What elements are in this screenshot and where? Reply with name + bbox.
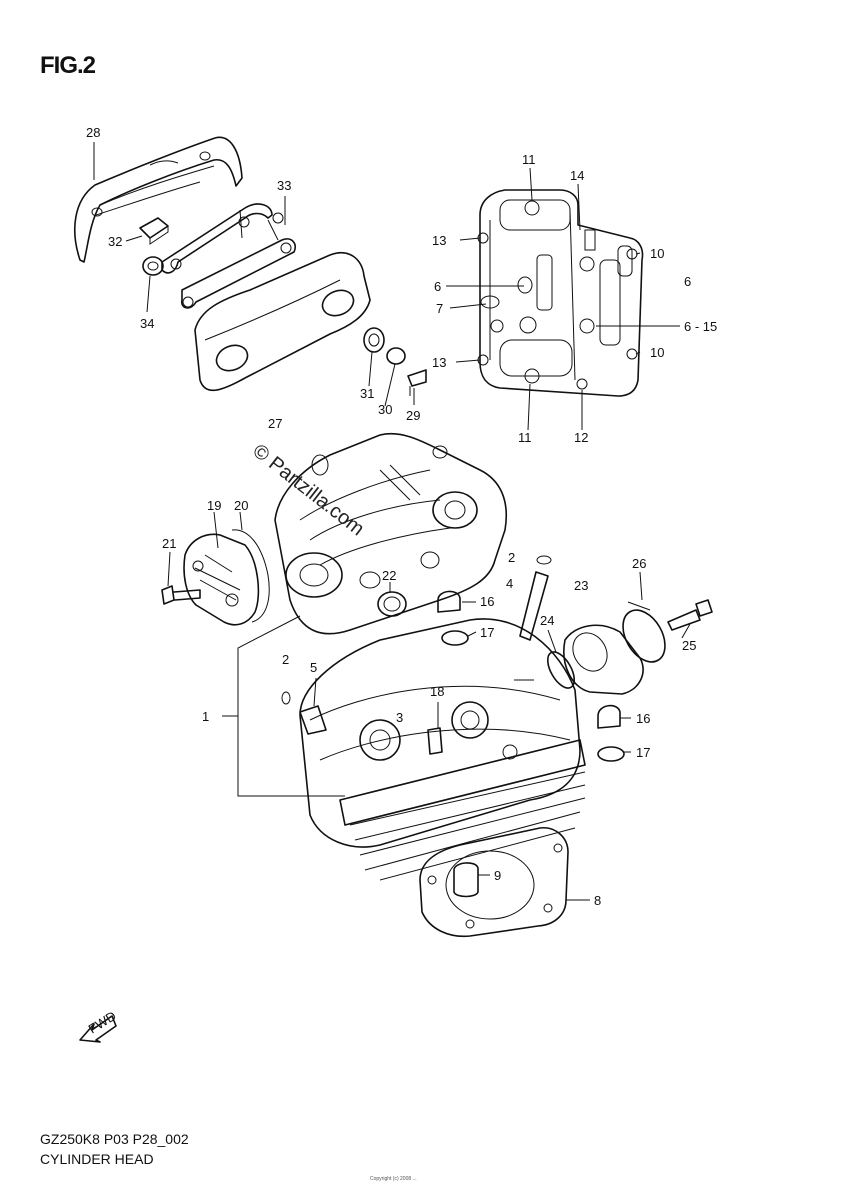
part-intake-clamp (622, 601, 666, 663)
fwd-arrow-icon (79, 1015, 117, 1043)
callout-22: 22 (382, 568, 396, 583)
part-side-cover-bolt (161, 585, 201, 605)
footer-note: Copyright (c) 2008 ... (370, 1176, 417, 1182)
callout-21: 21 (162, 536, 176, 551)
callout-17-upper: 17 (480, 625, 494, 640)
diagram-caption: CYLINDER HEAD (40, 1151, 154, 1167)
part-intake-bolt (667, 599, 713, 631)
part-intake-pipe (563, 624, 644, 695)
part-cam-housing (274, 432, 507, 635)
callout-17-lower: 17 (636, 745, 650, 760)
callout-30: 30 (378, 402, 392, 417)
diagram-code: GZ250K8 P03 P28_002 (40, 1131, 189, 1147)
part-o-ring-2 (536, 555, 552, 565)
callout-11-top: 11 (522, 152, 536, 167)
callout-25: 25 (682, 638, 696, 653)
figure-title: FIG.2 (40, 52, 96, 79)
part-side-cover (183, 533, 260, 626)
callout-7: 7 (436, 301, 443, 316)
callout-16-lower: 16 (636, 711, 650, 726)
part-cap-nut-b (597, 704, 621, 729)
callout-27: 27 (268, 416, 282, 431)
part-cover-shroud (74, 136, 243, 263)
callout-12: 12 (574, 430, 588, 445)
callout-6-right: 6 (684, 274, 691, 289)
callout-10-bottom: 10 (650, 345, 664, 360)
callout-2-upper: 2 (508, 550, 515, 565)
part-washer (386, 347, 406, 365)
callout-9: 9 (494, 868, 501, 883)
callout-3: 3 (396, 710, 403, 725)
callout-4: 4 (506, 576, 513, 591)
part-o-ring-22 (377, 591, 407, 617)
callout-32: 32 (108, 234, 122, 249)
callout-2-lower: 2 (282, 652, 289, 667)
part-plug-4 (519, 571, 549, 641)
callout-28: 28 (86, 125, 100, 140)
callout-18: 18 (430, 684, 444, 699)
part-seal (363, 327, 385, 353)
part-damper-block (139, 217, 169, 245)
part-intake-gasket (546, 651, 576, 689)
callout-1: 1 (202, 709, 209, 724)
callout-24: 24 (540, 613, 554, 628)
callout-6-15: 6 - 15 (684, 319, 717, 334)
part-bolt-small (407, 369, 427, 396)
callout-16-upper: 16 (480, 594, 494, 609)
callout-20: 20 (234, 498, 248, 513)
part-head-gasket-plate (477, 189, 644, 397)
callout-23: 23 (574, 578, 588, 593)
callout-8: 8 (594, 893, 601, 908)
part-washer-a (441, 630, 469, 646)
part-bracket (161, 203, 297, 309)
callout-13-bottom: 13 (432, 355, 446, 370)
callout-6-left: 6 (434, 279, 441, 294)
callout-13-top: 13 (432, 233, 446, 248)
part-cap-nut-a (437, 590, 461, 613)
part-dowel-pin (453, 862, 479, 898)
part-head-cover (194, 251, 371, 392)
callout-26: 26 (632, 556, 646, 571)
callout-34: 34 (140, 316, 154, 331)
callout-29: 29 (406, 408, 420, 423)
part-cylinder-head (281, 618, 586, 881)
part-side-cover-gasket (231, 529, 270, 623)
callout-10-top: 10 (650, 246, 664, 261)
callout-5: 5 (310, 660, 317, 675)
callout-labels: 28 33 32 34 31 30 29 27 11 14 13 10 6 6 … (86, 125, 718, 1037)
callout-31: 31 (360, 386, 374, 401)
callout-11-bottom: 11 (518, 430, 532, 445)
part-grommet (142, 256, 164, 276)
part-washer-b (597, 746, 625, 762)
fwd-label: FWD (86, 1008, 119, 1036)
callout-19: 19 (207, 498, 221, 513)
callout-33: 33 (277, 178, 291, 193)
leader-lines (93, 142, 691, 901)
callout-14: 14 (570, 168, 584, 183)
